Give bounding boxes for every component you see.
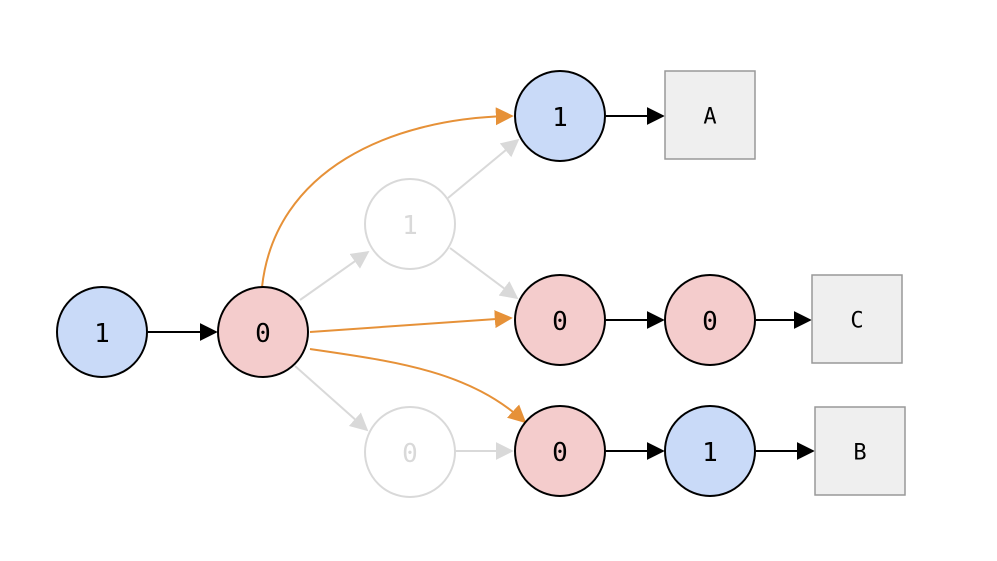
node-mid-zero-a-label: 0 (552, 307, 568, 337)
node-root: 1 (56, 286, 148, 378)
edge-zero-to-faded-zero (294, 365, 369, 432)
node-zero-label: 0 (255, 319, 271, 349)
node-mid-zero-b-label: 0 (702, 307, 718, 337)
node-mid-zero-b: 0 (664, 274, 756, 366)
node-bot-zero: 0 (514, 405, 606, 497)
node-root-label: 1 (94, 319, 110, 349)
node-mid-zero-a: 0 (514, 274, 606, 366)
edge-faded-one-to-mid-zero (449, 247, 519, 300)
leaf-box-b: B (814, 406, 906, 496)
node-zero: 0 (217, 286, 309, 378)
leaf-box-c: C (811, 274, 903, 364)
node-faded-one-label: 1 (402, 211, 418, 241)
edge-orange-to-mid-zero (309, 310, 513, 333)
leaf-box-a: A (664, 70, 756, 160)
edge-faded-one-to-top-one (447, 138, 520, 199)
node-faded-zero-label: 0 (402, 439, 418, 469)
node-faded-one: 1 (364, 178, 456, 270)
node-top-one-label: 1 (552, 103, 568, 133)
leaf-box-b-label: B (853, 441, 866, 466)
node-top-one: 1 (514, 70, 606, 162)
node-bot-zero-label: 0 (552, 438, 568, 468)
node-bot-one-label: 1 (702, 438, 718, 468)
edge-zero-to-faded-one (299, 250, 370, 301)
node-faded-zero: 0 (364, 406, 456, 498)
edge-orange-to-top-one (261, 107, 514, 288)
leaf-box-a-label: A (703, 105, 716, 130)
leaf-box-c-label: C (850, 309, 863, 334)
edge-orange-to-bot-zero (309, 348, 527, 424)
node-bot-one: 1 (664, 405, 756, 497)
